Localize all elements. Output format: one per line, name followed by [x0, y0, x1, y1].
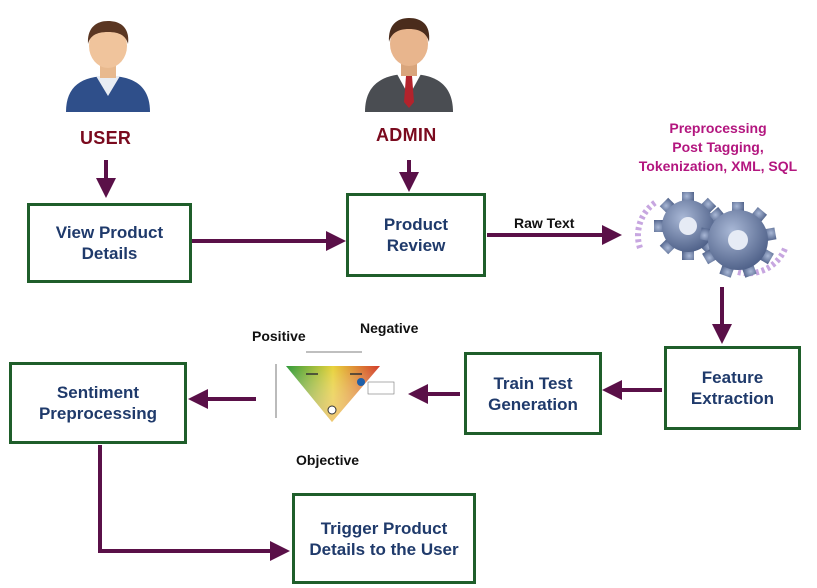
- feature-extraction-box: Feature Extraction: [664, 346, 801, 430]
- negative-label: Negative: [360, 320, 419, 336]
- polarity-triangle-graphic: [275, 351, 395, 422]
- feature-extraction-label: Feature Extraction: [690, 368, 775, 408]
- sentiment-preprocessing-label: Sentiment Preprocessing: [38, 383, 158, 423]
- positive-label: Positive: [252, 328, 306, 344]
- gears-icon: [635, 192, 789, 278]
- objective-label: Objective: [296, 452, 360, 468]
- product-review-label: Product Review: [383, 215, 449, 255]
- view-product-details-box: View Product Details: [27, 203, 192, 283]
- admin-label: ADMIN: [376, 125, 437, 145]
- preprocessing-label-1: Preprocessing: [669, 120, 767, 136]
- preprocessing-label-3: Tokenization, XML, SQL: [638, 158, 798, 174]
- train-test-generation-label: Train Test Generation: [488, 373, 578, 414]
- view-product-details-label: View Product Details: [55, 223, 164, 263]
- product-review-box: Product Review: [346, 193, 486, 277]
- user-label: USER: [80, 128, 132, 148]
- trigger-product-details-box: Trigger Product Details to the User: [292, 493, 476, 584]
- raw-text-label: Raw Text: [514, 215, 575, 231]
- preprocessing-label-2: Post Tagging,: [672, 139, 764, 155]
- train-test-generation-box: Train Test Generation: [464, 352, 602, 435]
- trigger-product-details-label: Trigger Product Details to the User: [309, 518, 459, 559]
- admin-person-icon: [365, 18, 453, 112]
- sentiment-preprocessing-box: Sentiment Preprocessing: [9, 362, 187, 444]
- user-person-icon: [66, 21, 150, 112]
- arrow-sentiment-to-trigger: [98, 445, 290, 561]
